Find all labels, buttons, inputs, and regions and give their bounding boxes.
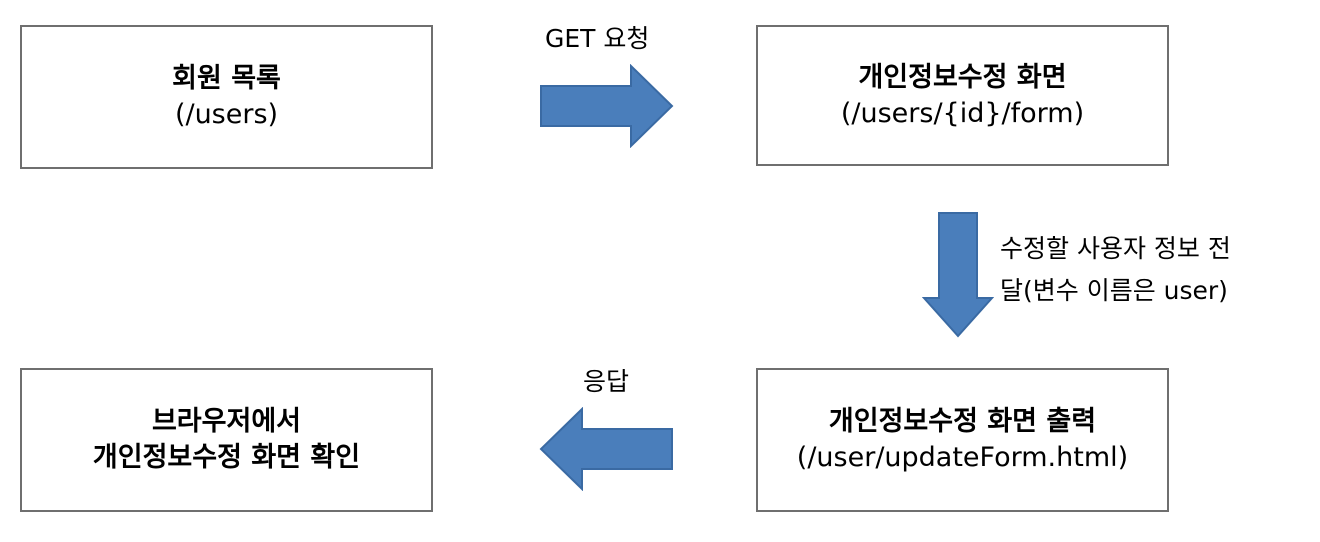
browser-node: 브라우저에서 개인정보수정 화면 확인: [20, 368, 433, 512]
pass-user-label-line-2: 달(변수 이름은 user): [1000, 276, 1228, 305]
browser-line-1: 브라우저에서: [151, 406, 302, 437]
response-label: 응답: [583, 367, 630, 396]
edit-output-node: 개인정보수정 화면 출력 (/user/updateForm.html): [756, 368, 1169, 512]
get-request-label: GET 요청: [545, 24, 650, 53]
pass-user-label: 수정할 사용자 정보 전 달(변수 이름은 user): [1000, 228, 1231, 312]
edit-form-node: 개인정보수정 화면 (/users/{id}/form): [756, 25, 1169, 166]
edit-output-title: 개인정보수정 화면 출력: [828, 406, 1097, 437]
browser-line-2: 개인정보수정 화면 확인: [92, 442, 361, 473]
users-list-node: 회원 목록 (/users): [20, 25, 433, 169]
left-arrow-icon: [539, 407, 673, 491]
pass-user-label-line-1: 수정할 사용자 정보 전: [1000, 234, 1231, 263]
edit-form-title: 개인정보수정 화면: [858, 61, 1067, 93]
users-list-title: 회원 목록: [172, 63, 281, 94]
down-arrow-icon: [922, 212, 994, 338]
users-list-path: (/users): [174, 99, 279, 130]
edit-form-path: (/users/{id}/form): [840, 97, 1085, 129]
right-arrow-icon: [540, 64, 674, 148]
edit-output-path: (/user/updateForm.html): [796, 442, 1129, 473]
